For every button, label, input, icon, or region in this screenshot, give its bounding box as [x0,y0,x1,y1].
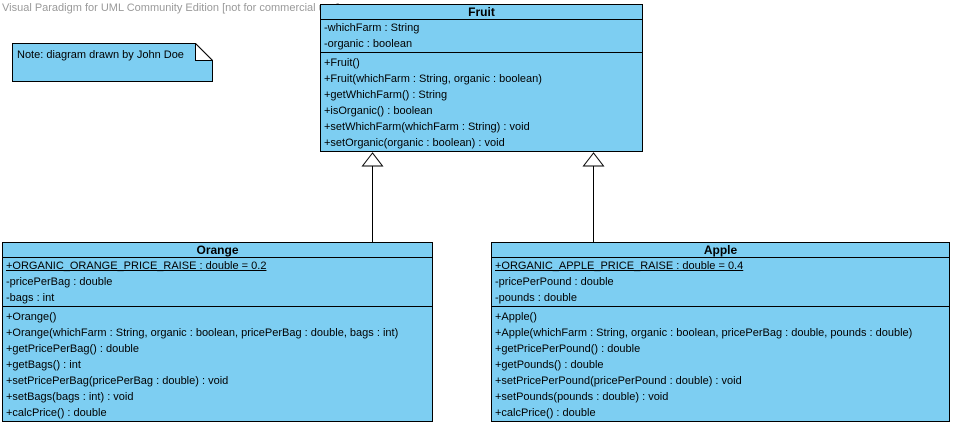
member-row: +setWhichFarm(whichFarm : String) : void [324,121,530,133]
note-fold-icon [195,43,213,61]
watermark-text: Visual Paradigm for UML Community Editio… [2,2,340,14]
methods-compartment: +Orange() +Orange(whichFarm : String, org… [3,307,432,421]
class-title: Orange [3,243,432,258]
generalization-arrow-apple[interactable] [582,152,605,243]
note-shape[interactable]: Note: diagram drawn by John Doe [12,43,213,82]
attributes-compartment: +ORGANIC_ORANGE_PRICE_RAISE : double = 0… [3,258,432,307]
member-row: +ORGANIC_ORANGE_PRICE_RAISE : double = 0… [6,260,267,272]
member-row: -pounds : double [495,292,577,304]
member-row: +ORGANIC_APPLE_PRICE_RAISE : double = 0.… [495,260,744,272]
class-fruit[interactable]: Fruit -whichFarm : String -organic : bool… [320,4,643,152]
note-text: Note: diagram drawn by John Doe [17,49,184,61]
member-row: -bags : int [6,292,55,304]
class-apple[interactable]: Apple +ORGANIC_APPLE_PRICE_RAISE : doubl… [491,242,950,422]
member-row: +calcPrice() : double [6,407,107,419]
member-row: +Orange() [6,311,57,323]
generalization-triangle-icon [361,152,384,167]
attributes-compartment: -whichFarm : String -organic : boolean [321,20,642,53]
generalization-triangle-icon [582,152,605,167]
member-row: -whichFarm : String [324,22,420,34]
member-row: -pricePerPound : double [495,276,614,288]
member-row: +setPounds(pounds : double) : void [495,391,669,403]
methods-compartment: +Apple() +Apple(whichFarm : String, organ… [492,307,949,421]
class-orange[interactable]: Orange +ORGANIC_ORANGE_PRICE_RAISE : dou… [2,242,433,422]
member-row: +getPricePerBag() : double [6,343,139,355]
member-row: +setOrganic(organic : boolean) : void [324,137,505,149]
member-row: +setPricePerBag(pricePerBag : double) : … [6,375,229,387]
member-row: +getWhichFarm() : String [324,89,448,101]
class-title: Fruit [321,5,642,20]
member-row: -pricePerBag : double [6,276,113,288]
member-row: +setBags(bags : int) : void [6,391,134,403]
member-row: +isOrganic() : boolean [324,105,433,117]
member-row: +getPounds() : double [495,359,604,371]
member-row: +Apple() [495,311,537,323]
member-row: +Orange(whichFarm : String, organic : bo… [6,327,399,339]
member-row: +setPricePerPound(pricePerPound : double… [495,375,742,387]
note-body [12,43,213,82]
member-row: +Fruit() [324,57,360,69]
member-row: +getPricePerPound() : double [495,343,641,355]
member-row: +Apple(whichFarm : String, organic : boo… [495,327,913,339]
methods-compartment: +Fruit() +Fruit(whichFarm : String, organ… [321,53,642,151]
member-row: +calcPrice() : double [495,407,596,419]
member-row: +getBags() : int [6,359,81,371]
generalization-arrow-orange[interactable] [361,152,384,243]
attributes-compartment: +ORGANIC_APPLE_PRICE_RAISE : double = 0.… [492,258,949,307]
class-title: Apple [492,243,949,258]
member-row: +Fruit(whichFarm : String, organic : boo… [324,73,542,85]
note-outline [12,43,213,82]
member-row: -organic : boolean [324,38,413,50]
